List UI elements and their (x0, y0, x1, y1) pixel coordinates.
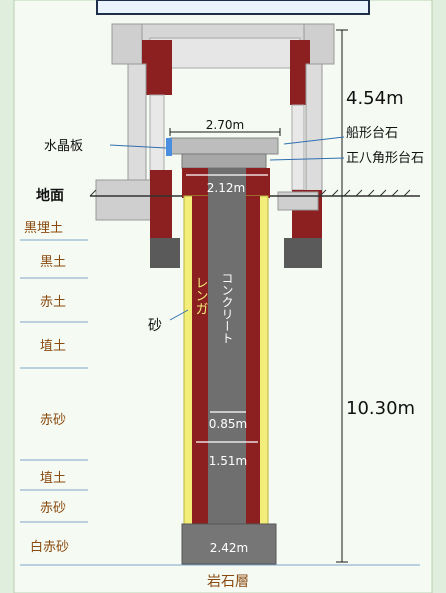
stratum-label: 黒埋土 (24, 221, 63, 236)
right-column (305, 63, 323, 195)
ground-label: 地面 (36, 187, 64, 204)
dimension-lines (169, 29, 348, 563)
stratum-label: 赤砂 (40, 413, 66, 428)
lower-height-label: 10.30m (346, 398, 415, 419)
stratum-label: 白赤砂 (30, 539, 69, 555)
sand-label: 砂 (148, 318, 162, 334)
upper-height-label: 4.54m (346, 88, 404, 109)
left-foot (150, 238, 180, 268)
crystal-plate-label: 水晶板 (44, 139, 83, 154)
bedrock-label: 岩石層 (207, 574, 249, 590)
neck-width-label: 2.12m (207, 181, 245, 195)
octagon-stone-label: 正八角形台石 (346, 151, 424, 166)
left-brick-upper (142, 40, 172, 95)
roof-inner (149, 37, 301, 69)
crystal-plate (166, 138, 172, 156)
base-width-label: 2.42m (210, 541, 248, 555)
concrete-label: コンクリート (220, 272, 234, 344)
right-brick-upper (290, 40, 310, 105)
shaft-width-label: 1.51m (209, 454, 247, 468)
left-brick-lower (150, 170, 172, 240)
right-inner-column (291, 104, 305, 191)
shaft (181, 168, 277, 565)
left-roof-block (111, 23, 143, 65)
strata-lines (20, 239, 420, 566)
concrete-core (208, 168, 246, 532)
pointer-lines (109, 136, 345, 321)
right-foot (284, 238, 322, 268)
ship-stone-label: 船形台石 (346, 126, 398, 141)
stratum-label: 埴土 (40, 339, 66, 354)
stratum-label: 黒土 (40, 255, 66, 270)
core-width-label: 0.85m (209, 417, 247, 431)
brick-label: レンガ (193, 276, 208, 315)
right-base-block (277, 191, 319, 211)
stratum-label: 埴土 (40, 471, 66, 486)
inner-dimension-lines (186, 174, 268, 443)
stratum-label: 赤土 (40, 295, 66, 310)
top-width-label: 2.70m (206, 118, 244, 132)
left-base-block (95, 179, 161, 221)
ground-hatch (89, 189, 411, 197)
upper-structure (95, 23, 335, 268)
stratum-label: 赤砂 (40, 501, 66, 516)
ship-stone (169, 137, 279, 155)
caption-box (96, 0, 370, 15)
octagon-stone (181, 153, 267, 169)
base-slab (181, 523, 277, 565)
left-column (127, 63, 147, 185)
